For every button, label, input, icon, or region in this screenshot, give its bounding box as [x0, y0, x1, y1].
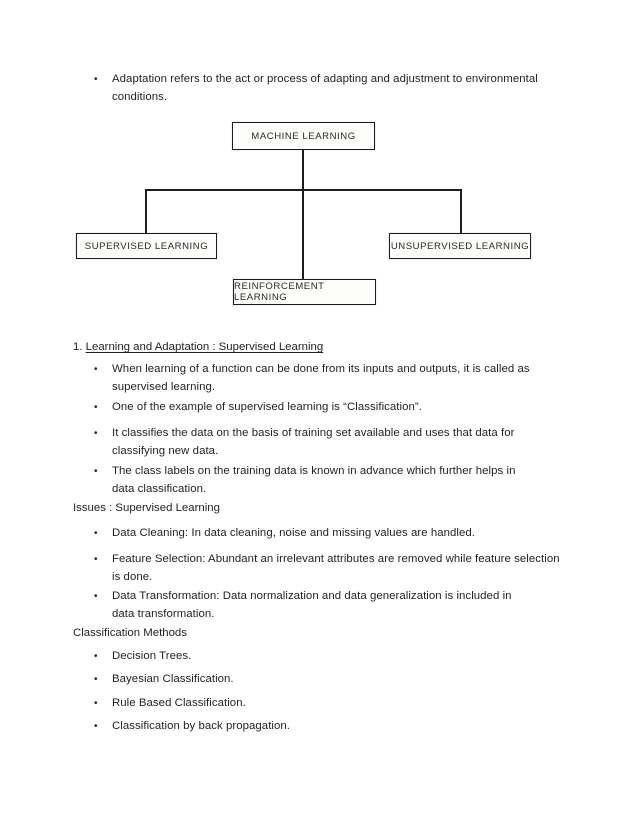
- list-item-text: Classification by back propagation.: [112, 720, 291, 732]
- list-item: • Classification by back propagation.: [92, 718, 492, 736]
- list-item-text: When learning of a function can be done …: [112, 363, 530, 393]
- bullet-icon: •: [94, 364, 98, 375]
- classification-methods-heading: Classification Methods: [73, 627, 187, 639]
- list-item: • It classifies the data on the basis of…: [92, 425, 562, 460]
- list-item: • Data Cleaning: In data cleaning, noise…: [92, 525, 562, 543]
- bullet-icon: •: [94, 74, 98, 85]
- list-item-text: It classifies the data on the basis of t…: [112, 427, 515, 457]
- list-item: • When learning of a function can be don…: [92, 361, 562, 396]
- bullet-icon: •: [94, 698, 98, 709]
- section-1-heading: 1. Learning and Adaptation : Supervised …: [73, 339, 323, 355]
- node-machine-learning-label: MACHINE LEARNING: [251, 130, 356, 142]
- connector-to-reinforcement: [302, 189, 304, 279]
- node-unsupervised-learning: UNSUPERVISED LEARNING: [389, 233, 531, 259]
- node-supervised-learning-label: SUPERVISED LEARNING: [84, 240, 209, 252]
- connector-root-down: [302, 149, 304, 191]
- list-item: • One of the example of supervised learn…: [92, 399, 562, 417]
- issues-heading: Issues : Supervised Learning: [73, 502, 220, 514]
- bullet-icon: •: [94, 402, 98, 413]
- list-item-text: Feature Selection: Abundant an irrelevan…: [112, 553, 560, 583]
- list-item-text: Bayesian Classification.: [112, 673, 234, 685]
- node-machine-learning: MACHINE LEARNING: [232, 122, 375, 150]
- list-item: • The class labels on the training data …: [92, 463, 522, 498]
- intro-bullet-text: Adaptation refers to the act or process …: [112, 73, 538, 103]
- list-item-text: Decision Trees.: [112, 650, 192, 662]
- list-item: • Bayesian Classification.: [92, 671, 492, 689]
- list-item: • Rule Based Classification.: [92, 695, 492, 713]
- node-supervised-learning: SUPERVISED LEARNING: [76, 233, 217, 259]
- bullet-icon: •: [94, 674, 98, 685]
- bullet-icon: •: [94, 721, 98, 732]
- list-item: • Feature Selection: Abundant an irrelev…: [92, 551, 562, 586]
- bullet-icon: •: [94, 651, 98, 662]
- bullet-icon: •: [94, 554, 98, 565]
- connector-to-unsupervised: [460, 189, 462, 233]
- bullet-icon: •: [94, 466, 98, 477]
- node-reinforcement-learning-label: REINFORCEMENT LEARNING: [234, 281, 325, 303]
- list-item-text: Rule Based Classification.: [112, 697, 246, 709]
- section-1-number: 1.: [73, 341, 83, 353]
- bullet-icon: •: [94, 528, 98, 539]
- bullet-icon: •: [94, 591, 98, 602]
- list-item-text: The class labels on the training data is…: [112, 465, 516, 495]
- node-unsupervised-learning-label: UNSUPERVISED LEARNING: [390, 240, 530, 252]
- section-1-heading-text: Learning and Adaptation : Supervised Lea…: [85, 341, 324, 353]
- list-item-text: Data Transformation: Data normalization …: [112, 590, 512, 620]
- list-item-text: One of the example of supervised learnin…: [112, 401, 422, 413]
- list-item: • Decision Trees.: [92, 648, 492, 666]
- machine-learning-taxonomy-diagram: MACHINE LEARNING SUPERVISED LEARNING UNS…: [0, 110, 638, 315]
- node-reinforcement-learning: REINFORCEMENT LEARNING: [233, 279, 376, 305]
- list-item-text: Data Cleaning: In data cleaning, noise a…: [112, 527, 476, 539]
- list-item: • Data Transformation: Data normalizatio…: [92, 588, 517, 623]
- bullet-icon: •: [94, 428, 98, 439]
- connector-to-supervised: [145, 189, 147, 233]
- intro-bullet-item: • Adaptation refers to the act or proces…: [92, 71, 582, 106]
